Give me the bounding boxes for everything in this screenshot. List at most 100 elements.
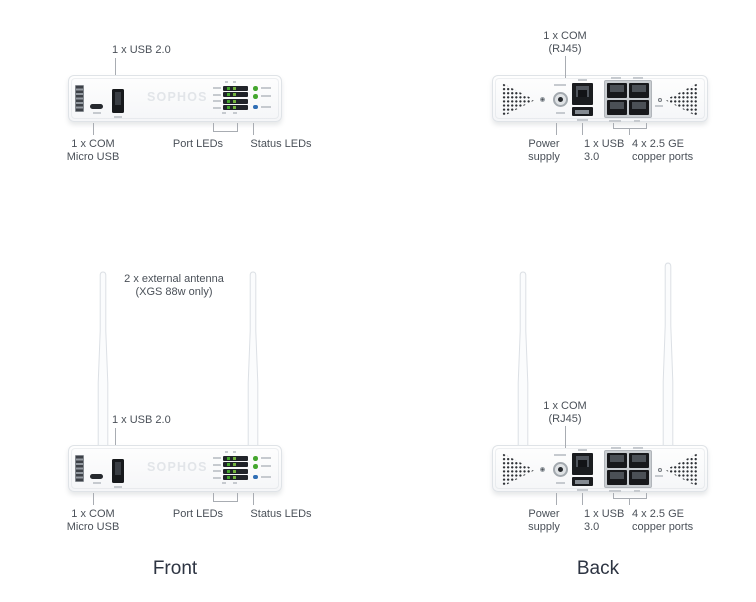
port-led-bar: [223, 475, 248, 480]
brand-logo: SOPHOS: [147, 90, 208, 104]
port-led-bar: [223, 98, 248, 104]
port-leds-block: [213, 81, 253, 114]
port-label-mark: [577, 488, 588, 491]
com-rj45-label: 1 x COM(RJ45): [543, 30, 587, 55]
leader-line: [565, 56, 566, 78]
port-led-bar: [223, 85, 248, 91]
port-label-mark: [609, 119, 621, 122]
rj45-port: [607, 453, 627, 468]
leader-line: [565, 426, 566, 448]
status-led: [253, 104, 258, 109]
com-rj45-port: [572, 453, 593, 475]
usb3-port: [572, 477, 593, 486]
bracket-line: [213, 501, 238, 502]
status-led: [253, 456, 258, 461]
port-leds-label: Port LEDs: [172, 508, 224, 520]
antenna: [247, 271, 259, 449]
port-leds-label: Port LEDs: [172, 138, 224, 150]
antenna: [97, 271, 109, 449]
bracket-line: [646, 493, 647, 498]
port-label-mark: [556, 482, 565, 484]
ground-symbol: [658, 468, 662, 472]
leader-line: [93, 493, 94, 505]
port-led-bar: [223, 468, 248, 474]
port-led-bar: [223, 105, 248, 110]
copper-ports-block: [604, 450, 652, 488]
leader-line: [115, 58, 116, 75]
bracket-line: [237, 123, 238, 131]
rj45-port: [629, 100, 649, 115]
brand-logo: SOPHOS: [147, 460, 208, 474]
usb3-port: [572, 107, 593, 116]
port-label-mark: [93, 112, 101, 114]
port-label-mark: [634, 119, 640, 122]
port-label-mark: [556, 112, 565, 114]
antenna-label: 2 x external antenna(XGS 88w only): [124, 273, 224, 298]
port-label-mark: [655, 475, 663, 477]
port-label-mark: [633, 447, 643, 449]
antenna: [517, 271, 529, 449]
antenna: [662, 262, 674, 452]
copper-ports-block: [604, 80, 652, 118]
port-label-mark: [578, 448, 587, 451]
rj45-port: [629, 470, 649, 485]
leader-line: [582, 123, 583, 135]
label-strip: [75, 85, 84, 112]
leader-line: [582, 493, 583, 505]
bracket-line: [613, 498, 647, 499]
screw: [540, 467, 545, 472]
status-led: [253, 464, 258, 469]
port-led-bar: [223, 462, 248, 467]
front-caption: Front: [152, 558, 198, 579]
leader-line: [93, 123, 94, 135]
port-label-mark: [93, 482, 101, 484]
usb2-port: [112, 459, 124, 483]
bracket-line: [213, 123, 214, 131]
port-label-mark: [655, 105, 663, 107]
back-device: [492, 75, 708, 122]
power-connector: [553, 92, 568, 107]
label-strip: [75, 455, 84, 482]
usb2-label: 1 x USB 2.0: [112, 414, 171, 426]
port-label-mark: [554, 454, 566, 456]
leader-line: [556, 123, 557, 135]
port-label-mark: [114, 486, 122, 488]
port-label-mark: [633, 77, 643, 79]
status-leds-label: Status LEDs: [250, 508, 312, 520]
bracket-line: [613, 493, 614, 498]
port-label-mark: [578, 78, 587, 81]
port-label-mark: [114, 116, 122, 118]
back-device: [492, 445, 708, 492]
port-led-bar: [223, 455, 248, 461]
leader-line: [556, 493, 557, 505]
bracket-line: [646, 123, 647, 128]
rj45-port: [607, 100, 627, 115]
bracket-line: [213, 131, 238, 132]
leader-line: [115, 428, 116, 445]
leader-line: [253, 123, 254, 135]
bracket-line: [613, 123, 614, 128]
bracket-line: [629, 128, 630, 135]
usb2-port: [112, 89, 124, 113]
port-label-mark: [634, 489, 640, 492]
front-device: SOPHOS: [68, 75, 282, 122]
leader-line: [253, 493, 254, 505]
rj45-port: [607, 470, 627, 485]
back-caption: Back: [576, 558, 620, 579]
port-label-mark: [577, 118, 588, 121]
bracket-line: [613, 128, 647, 129]
status-leds-block: [253, 456, 271, 483]
port-leds-block: [213, 451, 253, 484]
port-label-mark: [554, 84, 566, 86]
bracket-line: [213, 493, 214, 501]
micro-usb-port: [90, 474, 103, 479]
status-led: [253, 86, 258, 91]
front-device: SOPHOS: [68, 445, 282, 492]
port-label-mark: [611, 447, 621, 449]
